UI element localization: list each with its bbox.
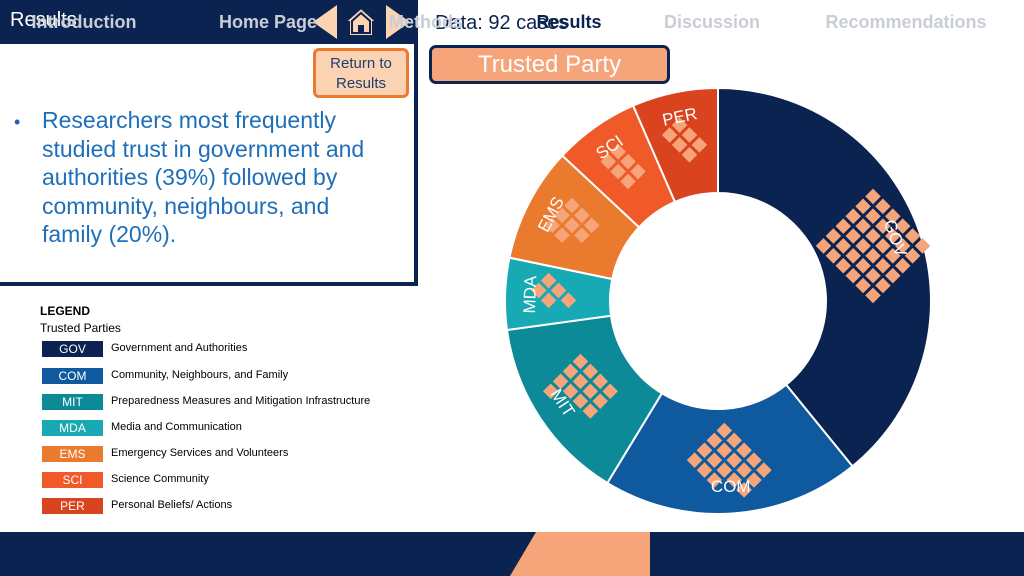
case-marker xyxy=(540,272,557,289)
case-marker xyxy=(756,462,772,478)
case-marker xyxy=(574,227,590,243)
legend-swatch: MDA xyxy=(42,420,103,436)
case-marker xyxy=(835,238,852,254)
nav-discussion[interactable]: Discussion xyxy=(663,12,761,32)
case-marker xyxy=(726,432,742,449)
case-marker xyxy=(681,147,698,163)
legend-label: Emergency Services and Volunteers xyxy=(111,447,289,459)
case-marker xyxy=(865,267,881,284)
legend-label: Personal Beliefs/ Actions xyxy=(111,499,233,511)
case-marker xyxy=(894,218,911,234)
case-marker xyxy=(562,383,579,399)
nav-results[interactable]: Results xyxy=(536,12,602,32)
case-marker xyxy=(620,173,636,190)
legend-swatch: GOV xyxy=(42,341,103,357)
next-arrow-icon[interactable] xyxy=(386,5,410,39)
legend-label: Media and Communication xyxy=(111,421,242,433)
case-marker xyxy=(865,208,881,224)
case-marker xyxy=(835,218,852,234)
legend-subtitle: Trusted Parties xyxy=(40,321,121,335)
return-to-results-button[interactable]: Return to Results xyxy=(313,48,409,98)
case-marker xyxy=(681,127,698,143)
slice-label-com: COM xyxy=(711,477,751,496)
legend-swatch: PER xyxy=(42,498,103,514)
trusted-party-label: Trusted Party xyxy=(429,45,670,84)
legend-swatch: MIT xyxy=(42,394,103,410)
legend-swatch: COM xyxy=(42,368,103,384)
case-marker xyxy=(835,257,852,274)
legend-title: LEGEND xyxy=(40,304,91,318)
case-marker xyxy=(574,207,590,224)
legend-label: Community, Neighbours, and Family xyxy=(111,369,289,381)
case-marker xyxy=(726,452,742,468)
case-marker xyxy=(544,217,560,234)
prev-arrow-icon[interactable] xyxy=(313,5,337,39)
legend-label: Science Community xyxy=(111,473,209,485)
bullet-icon: • xyxy=(14,112,21,132)
case-marker xyxy=(865,228,881,244)
footer-nav xyxy=(0,532,1024,576)
header-title: Results xyxy=(10,9,77,31)
case-marker xyxy=(620,153,636,170)
header-bar: Results xyxy=(0,0,418,44)
nav-home-page[interactable]: Home Page xyxy=(218,12,318,32)
case-marker xyxy=(540,292,557,309)
case-marker xyxy=(894,238,911,254)
data-caption: Data: 92 cases xyxy=(435,12,569,34)
home-icon[interactable] xyxy=(343,6,379,38)
legend-swatch: EMS xyxy=(42,446,103,462)
case-marker xyxy=(865,287,881,304)
legend-label: Government and Authorities xyxy=(111,342,248,354)
case-marker xyxy=(696,462,713,478)
case-marker xyxy=(696,442,713,459)
legend-label: Preparedness Measures and Mitigation Inf… xyxy=(111,395,371,407)
case-marker xyxy=(726,472,742,488)
case-marker xyxy=(592,393,609,409)
case-marker xyxy=(865,248,881,264)
active-tab-highlight xyxy=(510,532,650,576)
nav-introduction[interactable]: Introduction xyxy=(31,12,137,32)
slice-gov xyxy=(717,86,932,468)
slice-label-mda: MDA xyxy=(520,275,540,314)
legend-swatch: SCI xyxy=(42,472,103,488)
nav-recommendations[interactable]: Recommendations xyxy=(825,12,987,32)
nav-methods[interactable]: Methods xyxy=(389,12,463,32)
case-marker xyxy=(865,188,881,205)
case-marker xyxy=(894,257,911,274)
summary-text: Researchers most frequently studied trus… xyxy=(42,107,365,247)
case-marker xyxy=(592,373,609,390)
case-marker xyxy=(562,363,579,380)
